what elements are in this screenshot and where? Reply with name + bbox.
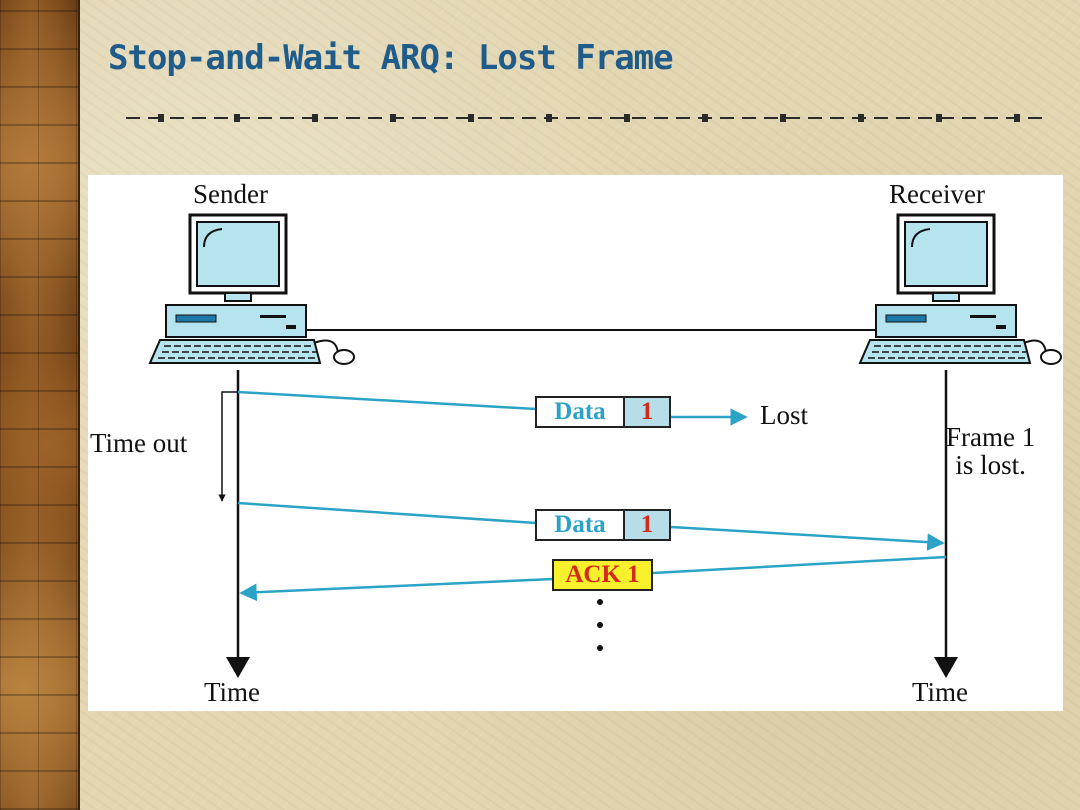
time-label-receiver: Time bbox=[912, 677, 969, 707]
data-frame-number: 1 bbox=[625, 511, 669, 539]
timeout-label: Time out bbox=[90, 428, 188, 458]
time-label-sender: Time bbox=[204, 677, 261, 707]
data-frame-kind: Data bbox=[537, 511, 625, 539]
stop-and-wait-diagram: Sender Receiver Time out Lost Frame 1 is… bbox=[88, 175, 1063, 711]
receiver-label: Receiver bbox=[889, 179, 985, 209]
decorative-side-strip bbox=[0, 0, 80, 810]
lost-frame-arrow bbox=[237, 390, 537, 411]
receiver-computer-icon bbox=[858, 213, 1062, 365]
slide-title: Stop-and-Wait ARQ: Lost Frame bbox=[108, 38, 674, 78]
receiver-time-arrowhead bbox=[934, 657, 958, 678]
title-divider bbox=[126, 114, 1046, 122]
frame-lost-note-line1: Frame 1 bbox=[946, 422, 1036, 452]
frame-lost-note-line2: is lost. bbox=[955, 450, 1026, 480]
diagram-lines bbox=[148, 213, 1062, 678]
timeout-bracket bbox=[218, 391, 238, 502]
ack-arrow-a bbox=[652, 555, 947, 575]
sender-label: Sender bbox=[193, 179, 268, 209]
data-frame-number: 1 bbox=[625, 398, 669, 426]
sender-computer-icon bbox=[148, 213, 355, 365]
frame-lost-note: Frame 1 is lost. bbox=[946, 423, 1035, 479]
data-frame-kind: Data bbox=[537, 398, 625, 426]
ack-frame: ACK 1 bbox=[552, 559, 653, 591]
continuation-dots bbox=[597, 599, 603, 651]
data-frame-lost: Data 1 bbox=[535, 396, 671, 428]
lost-label: Lost bbox=[760, 400, 809, 430]
ack-arrow-b bbox=[239, 577, 554, 602]
resent-frame-arrow-b bbox=[670, 525, 945, 551]
sender-time-arrowhead bbox=[226, 657, 250, 678]
data-frame-resent: Data 1 bbox=[535, 509, 671, 541]
resent-frame-arrow-a bbox=[237, 501, 537, 525]
